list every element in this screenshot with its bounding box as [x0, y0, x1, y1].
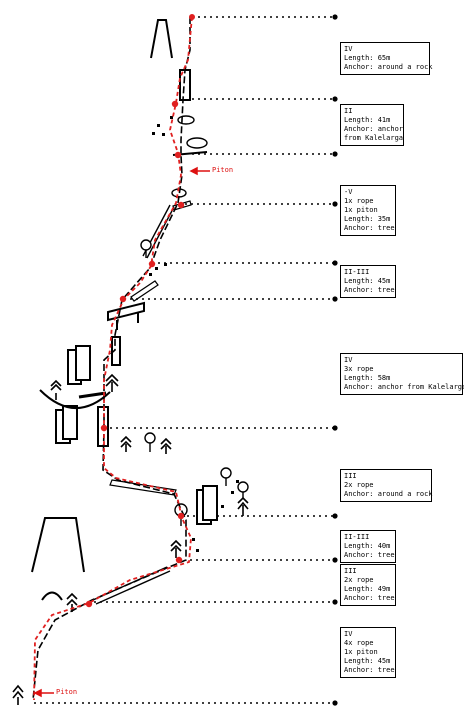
boulder: [202, 485, 218, 521]
pitch-grade: IV: [344, 630, 353, 638]
tree: [160, 437, 172, 454]
tower-bottom: [31, 517, 85, 573]
pitch-grade: II-III: [344, 533, 370, 541]
boulder: [75, 345, 91, 381]
pitch-anchor: Anchor: tree: [344, 594, 395, 602]
tree: [140, 239, 152, 251]
tree: [220, 467, 232, 479]
pitch-grade: III: [344, 472, 357, 480]
scree-dots: [149, 116, 239, 552]
belay-anchors: [85, 14, 195, 608]
anchor: [189, 14, 195, 20]
pitch-info-box: III 2x rope Anchor: around a rock: [340, 469, 433, 502]
pitch-info-box: II-III Length: 45m Anchor: tree: [340, 265, 396, 298]
pitch-length: Length: 45m: [344, 657, 391, 665]
pitch-length: Length: 45m: [344, 277, 391, 285]
anchor: [177, 201, 185, 209]
route-line: [33, 16, 193, 701]
pitch-info-box: II-III Length: 40m Anchor: tree: [340, 530, 396, 563]
pitch-rope: 3x rope: [344, 365, 374, 373]
pitch-rope: 4x rope: [344, 639, 374, 647]
pitch-info-box: -V 1x rope 1x piton Length: 35m Anchor: …: [340, 185, 396, 236]
belay-end-dots: [332, 14, 338, 706]
pitch-anchor: Anchor: around a rock: [344, 490, 433, 498]
pitch-grade: III: [344, 567, 357, 575]
scenery: [31, 19, 218, 605]
pitch-anchor: Anchor: anchor: [344, 125, 404, 133]
pitch-grade: IV: [344, 356, 353, 364]
tree: [120, 435, 132, 452]
pitch-length: Length: 58m: [344, 374, 391, 382]
pitch-info-box: IV Length: 65m Anchor: around a rock: [340, 42, 433, 75]
piton-label: Piton: [212, 166, 234, 174]
anchor: [171, 100, 179, 108]
piton-arrows: [33, 166, 210, 698]
trees: [12, 373, 249, 705]
pitch-rope: 2x rope: [344, 481, 374, 489]
anchor: [174, 151, 182, 159]
anchor: [148, 260, 156, 268]
tree: [237, 481, 249, 493]
tower-top: [150, 19, 173, 59]
pitch-info-box: III 2x rope Length: 49m Anchor: tree: [340, 564, 396, 606]
pitch-length: Length: 40m: [344, 542, 391, 550]
pitch-info-box: IV 3x rope Length: 58m Anchor: anchor fr…: [340, 353, 464, 395]
pitch-info-box: II Length: 41m Anchor: anchor from Kalel…: [340, 104, 404, 146]
anchor: [119, 295, 127, 303]
pitch-length: Length: 49m: [344, 585, 391, 593]
boulder: [62, 405, 78, 440]
anchor: [85, 600, 93, 608]
tree: [144, 432, 156, 444]
pitch-anchor: Anchor: tree: [344, 224, 395, 232]
pitch-anchor-extra: from Kalelarga: [344, 134, 404, 142]
tree: [12, 684, 24, 705]
pitch-piton: 1x piton: [344, 648, 378, 656]
pitch-length: Length: 65m: [344, 54, 391, 62]
tree: [50, 379, 62, 400]
pitch-anchor: Anchor: tree: [344, 551, 395, 559]
pitch-grade: -V: [344, 188, 353, 196]
pitch-anchor: Anchor: tree: [344, 286, 395, 294]
pitch-length: Length: 35m: [344, 215, 391, 223]
pitch-grade: II: [344, 107, 353, 115]
piton-label: Piton: [56, 688, 78, 696]
pitch-grade: IV: [344, 45, 353, 53]
pitch-rope: 2x rope: [344, 576, 374, 584]
anchor: [177, 512, 185, 520]
pitch-info-box: IV 4x rope 1x piton Length: 45m Anchor: …: [340, 627, 396, 678]
pitch-anchor: Anchor: around a rock: [344, 63, 433, 71]
pitch-length: Length: 41m: [344, 116, 391, 124]
pitch-rope: 1x rope: [344, 197, 374, 205]
pitch-anchor: Anchor: anchor from Kalelarga: [344, 383, 464, 391]
tree: [105, 373, 119, 392]
tree: [170, 539, 182, 558]
tree: [237, 496, 249, 516]
pitch-piton: 1x piton: [344, 206, 378, 214]
anchor: [100, 424, 108, 432]
pitch-grade: II-III: [344, 268, 370, 276]
anchor: [175, 556, 183, 564]
pitch-anchor: Anchor: tree: [344, 666, 395, 674]
